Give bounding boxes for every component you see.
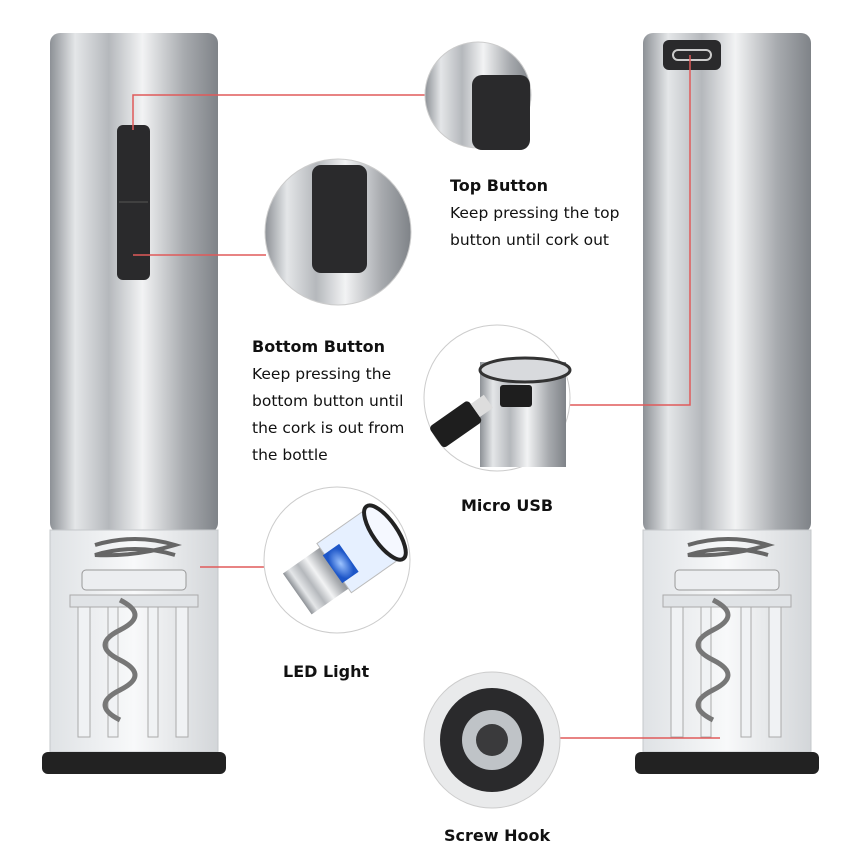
bottom-button-zoom-circle [264,158,412,306]
top-button-description: Keep pressing the top button until cork … [450,204,620,249]
led-light-title: LED Light [283,662,370,681]
bottom-button-title: Bottom Button [252,337,385,356]
left-opener [42,33,226,774]
screw-hook-title: Screw Hook [444,826,551,845]
top-button-zoom-circle [424,41,532,150]
micro-usb-title: Micro USB [461,496,554,515]
right-opener [635,33,819,774]
bottom-button-description: Keep pressing the bottom button until th… [252,365,405,464]
callout-lines [132,55,720,739]
led-light-zoom-circle [263,486,411,634]
top-button-title: Top Button [450,176,549,195]
micro-usb-zoom-circle [423,324,572,472]
screw-hook-zoom-circle [423,671,561,809]
